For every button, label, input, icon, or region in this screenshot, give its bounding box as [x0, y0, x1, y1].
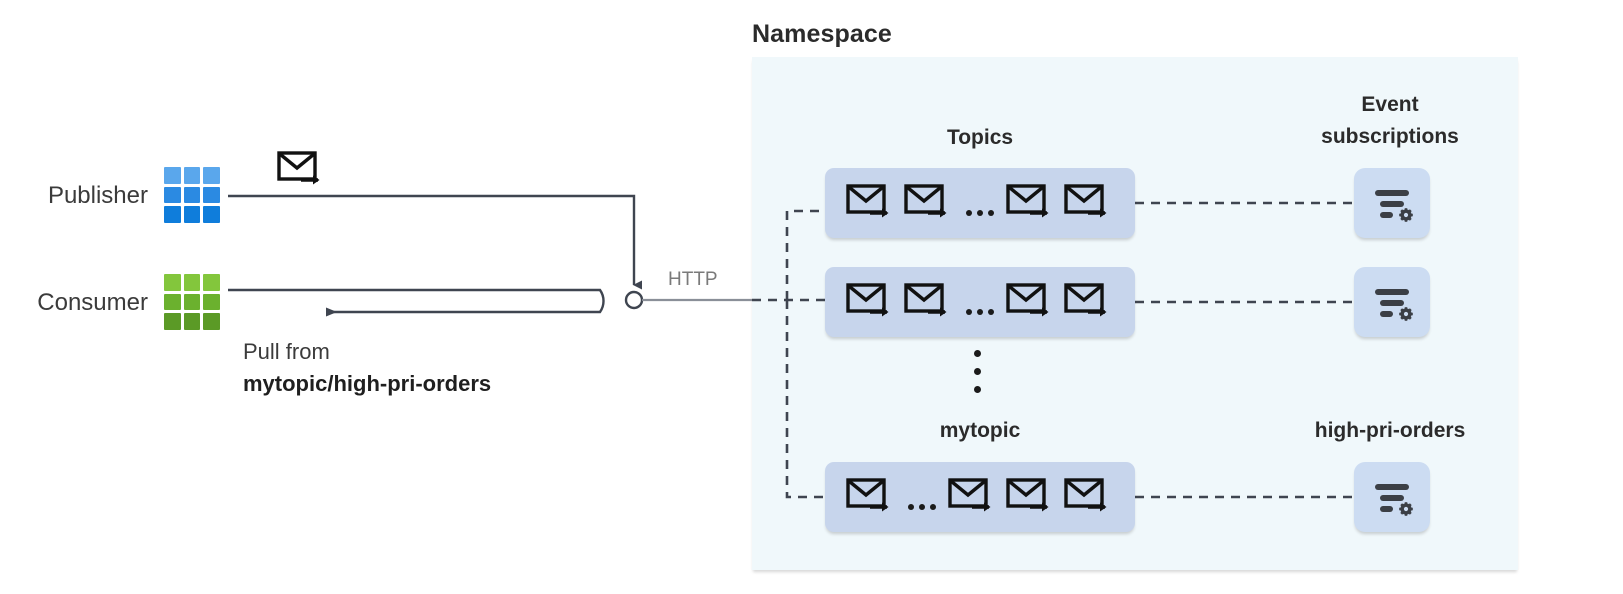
ellipsis-dots — [962, 176, 998, 230]
envelope-arrow-icon — [846, 184, 889, 218]
topic-row[interactable] — [825, 462, 1135, 532]
topic-subscription-links — [1135, 201, 1354, 499]
event-subscriptions-heading: Event subscriptions — [1290, 89, 1490, 153]
topic-row[interactable] — [825, 267, 1135, 337]
event-subscription-tile[interactable] — [1354, 462, 1430, 532]
envelope-arrow-icon — [1064, 283, 1107, 317]
subscription-filter-gear-icon — [1375, 190, 1413, 222]
topic-row[interactable] — [825, 168, 1135, 238]
envelope-arrow-icon — [904, 283, 947, 317]
publisher-flow-line — [228, 194, 642, 290]
pull-from-label: Pull from — [243, 339, 330, 364]
consumer-pull-loop — [228, 288, 605, 317]
circle-connector-icon — [624, 290, 644, 310]
pull-target-label: mytopic/high-pri-orders — [243, 371, 492, 396]
ellipsis-dots — [962, 275, 998, 329]
event-subscriptions-heading-line2: subscriptions — [1321, 125, 1459, 148]
high-pri-orders-label: high-pri-orders — [1314, 419, 1466, 442]
namespace-title: Namespace — [752, 20, 892, 48]
envelope-arrow-icon — [1006, 184, 1049, 218]
envelope-arrow-icon — [1064, 184, 1107, 218]
vertical-ellipsis — [974, 350, 981, 393]
topics-heading: Topics — [946, 126, 1014, 149]
subscription-filter-gear-icon — [1375, 289, 1413, 321]
envelope-arrow-icon — [1006, 478, 1049, 512]
consumer-label: Consumer — [37, 289, 148, 316]
namespace-dashed-bus — [752, 209, 825, 499]
envelope-arrow-icon — [846, 478, 889, 512]
ellipsis-dots — [904, 470, 940, 524]
event-subscription-tile[interactable] — [1354, 168, 1430, 238]
http-label: HTTP — [668, 269, 718, 290]
event-subscriptions-heading-line1: Event — [1361, 93, 1419, 116]
grid-3x3-blue-icon — [164, 167, 220, 223]
envelope-arrow-icon — [1006, 283, 1049, 317]
mytopic-label: mytopic — [939, 419, 1021, 442]
grid-3x3-green-icon — [164, 274, 220, 330]
envelope-arrow-icon — [904, 184, 947, 218]
envelope-arrow-icon — [846, 283, 889, 317]
envelope-arrow-icon — [277, 151, 320, 185]
subscription-filter-gear-icon — [1375, 484, 1413, 516]
publisher-label: Publisher — [47, 182, 148, 209]
envelope-arrow-icon — [1064, 478, 1107, 512]
envelope-arrow-icon — [948, 478, 991, 512]
event-subscription-tile[interactable] — [1354, 267, 1430, 337]
